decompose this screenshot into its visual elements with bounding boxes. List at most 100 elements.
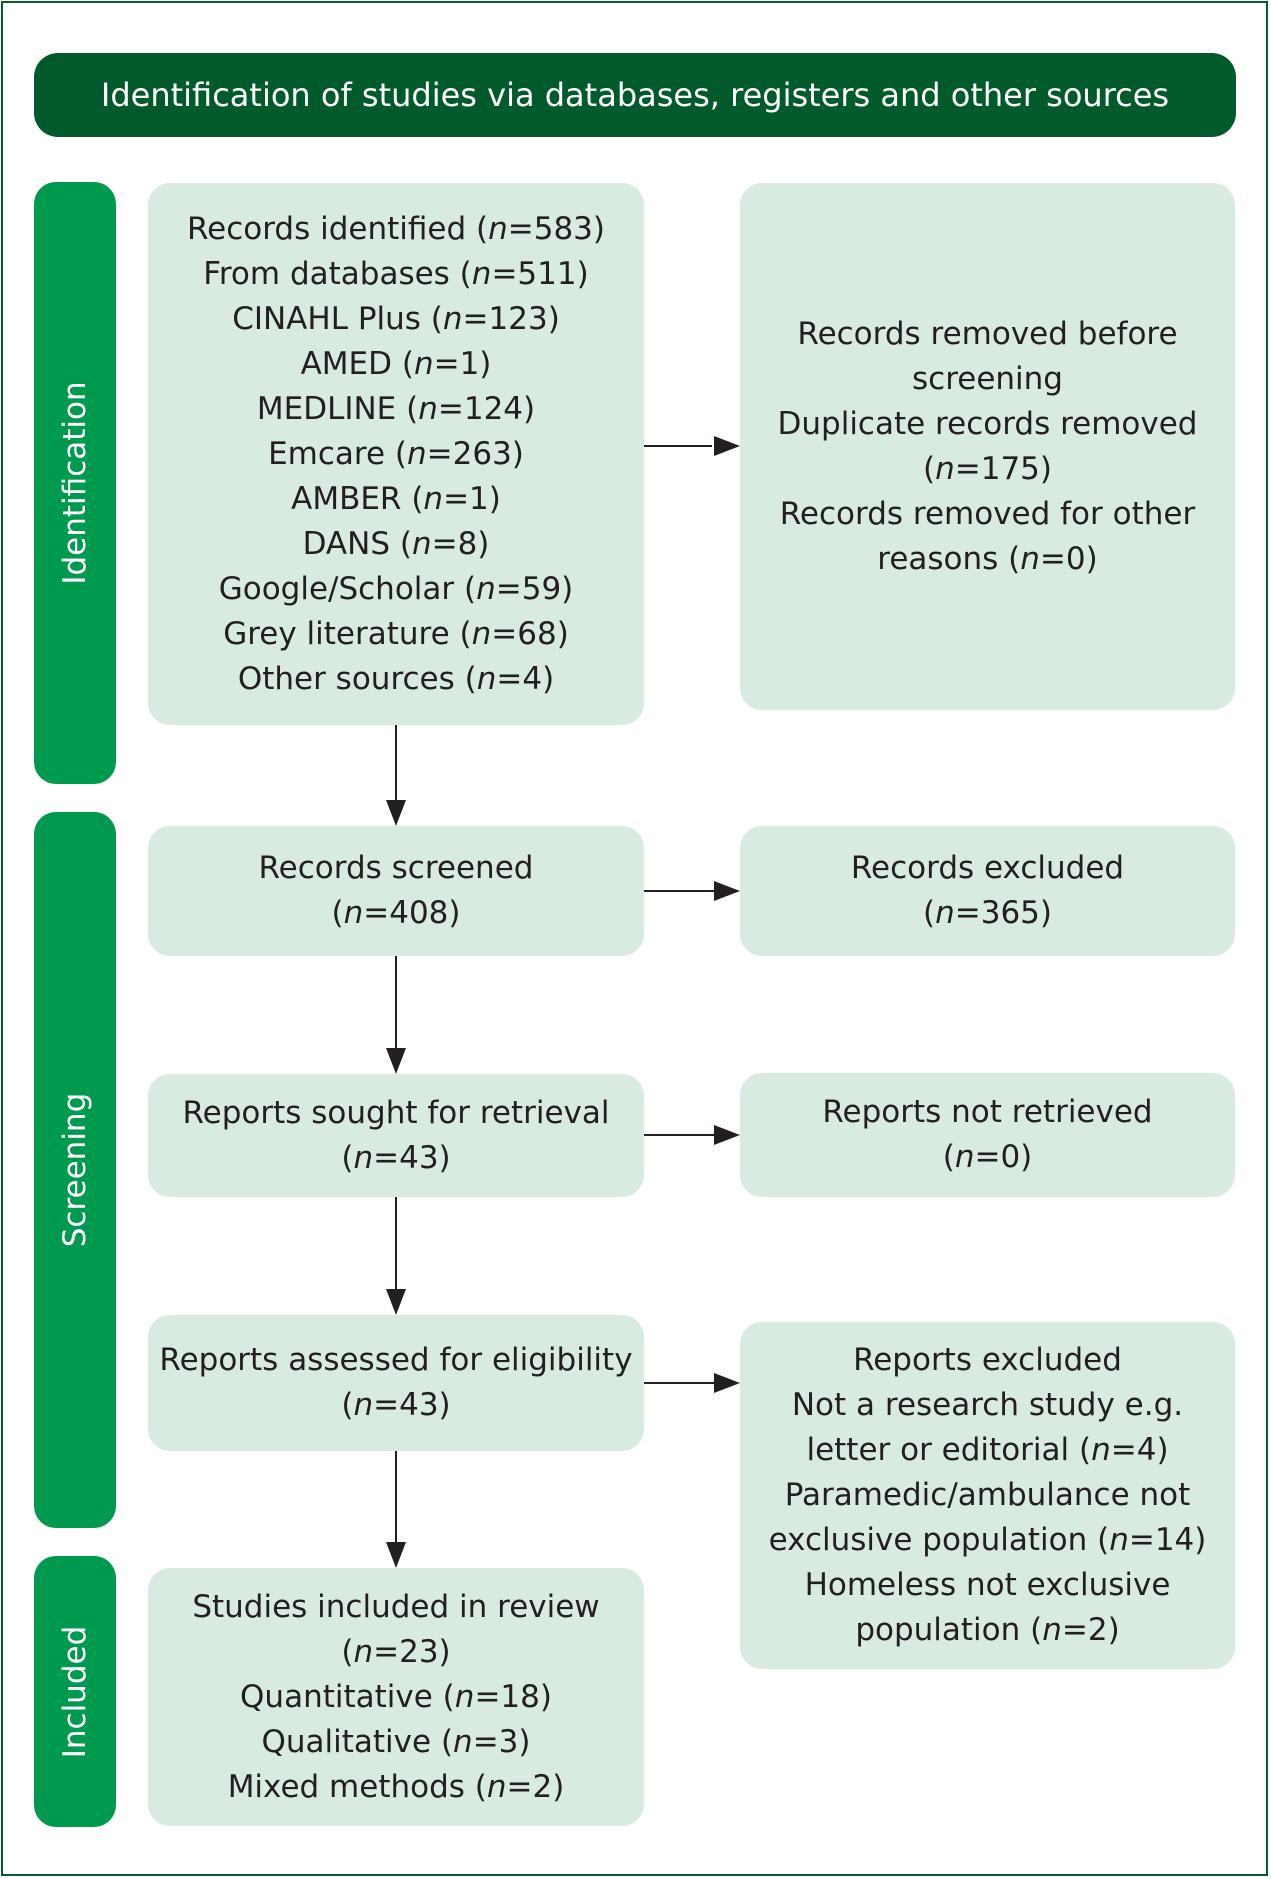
box-text: =3)	[472, 1723, 531, 1760]
box-text: Grey literature (	[223, 615, 472, 652]
records-identified-line: Emcare (n=263)	[268, 432, 524, 477]
stage-included: Included	[34, 1556, 116, 1827]
box-text: =68)	[491, 615, 569, 652]
box-text: Reports excluded	[853, 1342, 1122, 1378]
box-text: Google/Scholar (	[218, 570, 477, 607]
stage-screening: Screening	[34, 812, 116, 1528]
count-symbol: n	[954, 1139, 975, 1175]
box-text: =4)	[1110, 1432, 1169, 1468]
box-text: =43)	[373, 1387, 451, 1423]
records-removed-line: Duplicate records removed	[778, 402, 1198, 447]
box-text: (	[331, 895, 344, 931]
box-text: =1)	[433, 345, 492, 382]
records-excluded-box: Records excluded (n=365)	[740, 826, 1235, 956]
box-text: Records removed for other	[779, 495, 1196, 532]
records-identified-line: Google/Scholar (n=59)	[219, 567, 574, 612]
records-identified-line: AMBER (n=1)	[291, 477, 501, 522]
box-text: AMED (	[300, 345, 414, 382]
box-text: letter or editorial (	[806, 1432, 1092, 1468]
count-symbol: n	[486, 1768, 507, 1805]
box-text: =59)	[495, 570, 574, 607]
box-text: Records removed before	[797, 315, 1178, 352]
records-identified-line: CINAHL Plus (n=123)	[232, 297, 560, 342]
arrowhead-screened-to-excluded	[714, 881, 740, 901]
header-banner: Identification of studies via databases,…	[34, 53, 1236, 137]
reports-excluded-line: exclusive population (n=14)	[769, 1518, 1207, 1563]
count-symbol: n	[353, 1139, 374, 1176]
reports-not-retrieved-line: Reports not retrieved	[822, 1090, 1152, 1135]
records-screened-box: Records screened(n=408)	[148, 826, 644, 956]
reports-sought-line: Reports sought for retrieval	[182, 1091, 609, 1136]
count-symbol: n	[471, 255, 492, 292]
count-symbol: n	[413, 345, 434, 382]
studies-included-box: Studies included in review (n=23)Quantita…	[148, 1568, 644, 1826]
reports-assessed-box: Reports assessed for eligibility (n=43)	[148, 1315, 644, 1451]
studies-included-line: Mixed methods (n=2)	[228, 1765, 565, 1810]
box-text: =2)	[506, 1768, 565, 1805]
box-text: reasons (	[877, 540, 1021, 577]
records-identified-line: DANS (n=8)	[303, 522, 490, 567]
box-text: Reports not retrieved	[822, 1094, 1153, 1130]
count-symbol: n	[411, 525, 432, 562]
records-identified-line: AMED (n=1)	[301, 342, 492, 387]
box-text: =124)	[437, 390, 536, 427]
box-text: (	[341, 1633, 354, 1670]
box-text: Emcare (	[268, 435, 407, 472]
records-identified-box: Records identified (n=583)From databases…	[148, 183, 644, 725]
box-text: From databases (	[203, 255, 472, 292]
count-symbol: n	[407, 435, 427, 472]
count-symbol: n	[343, 895, 364, 931]
arrowhead-identified-to-screened	[386, 800, 406, 826]
box-text: =2)	[1061, 1612, 1120, 1648]
box-text: exclusive population (	[768, 1522, 1110, 1558]
reports-assessed-line: (n=43)	[341, 1383, 450, 1428]
records-screened-line: (n=408)	[331, 891, 460, 936]
reports-excluded-line: Not a research study e.g.	[792, 1383, 1183, 1428]
box-text: =0)	[974, 1139, 1033, 1175]
box-text: Records excluded	[850, 850, 1125, 886]
reports-excluded-line: letter or editorial (n=4)	[806, 1428, 1168, 1473]
reports-excluded-line: Paramedic/ambulance not	[785, 1473, 1191, 1518]
box-text: Homeless not exclusive	[804, 1567, 1171, 1603]
box-text: =365)	[954, 895, 1052, 931]
box-text: Reports assessed for eligibility	[159, 1342, 633, 1378]
studies-included-line: Quantitative (n=18)	[240, 1675, 552, 1720]
count-symbol: n	[1042, 1612, 1062, 1648]
records-removed-line: (n=175)	[923, 447, 1052, 492]
count-symbol: n	[488, 210, 508, 247]
box-text: =4)	[496, 660, 555, 697]
count-symbol: n	[476, 660, 497, 697]
records-excluded-line: Records excluded	[851, 846, 1124, 891]
count-symbol: n	[453, 1723, 473, 1760]
count-symbol: n	[423, 480, 444, 517]
box-text: Paramedic/ambulance not	[784, 1477, 1191, 1513]
records-excluded-line: (n=365)	[923, 891, 1052, 936]
stage-identification: Identification	[34, 182, 116, 784]
box-text: (	[942, 1139, 955, 1175]
reports-not-retrieved-line: (n=0)	[943, 1135, 1033, 1180]
arrowhead-assessed-to-excluded	[714, 1373, 740, 1393]
count-symbol: n	[353, 1633, 374, 1670]
count-symbol: n	[1109, 1522, 1129, 1558]
reports-excluded-line: population (n=2)	[855, 1608, 1119, 1653]
count-symbol: n	[471, 615, 492, 652]
count-symbol: n	[353, 1387, 374, 1423]
studies-included-line: (n=23)	[341, 1630, 450, 1675]
box-text: =511)	[491, 255, 589, 292]
count-symbol: n	[935, 450, 955, 487]
box-text: (	[341, 1387, 354, 1423]
box-text: =14)	[1128, 1522, 1207, 1558]
reports-excluded-line: Homeless not exclusive	[805, 1563, 1171, 1608]
box-text: DANS (	[302, 525, 412, 562]
records-identified-line: MEDLINE (n=124)	[257, 387, 535, 432]
reports-sought-box: Reports sought for retrieval(n=43)	[148, 1074, 644, 1197]
box-text: screening	[912, 360, 1063, 397]
records-identified-line: From databases (n=511)	[203, 252, 588, 297]
arrowhead-screened-to-sought	[386, 1048, 406, 1074]
box-text: =263)	[426, 435, 524, 472]
box-text: population (	[855, 1612, 1043, 1648]
box-text: Studies included in review	[192, 1588, 600, 1625]
